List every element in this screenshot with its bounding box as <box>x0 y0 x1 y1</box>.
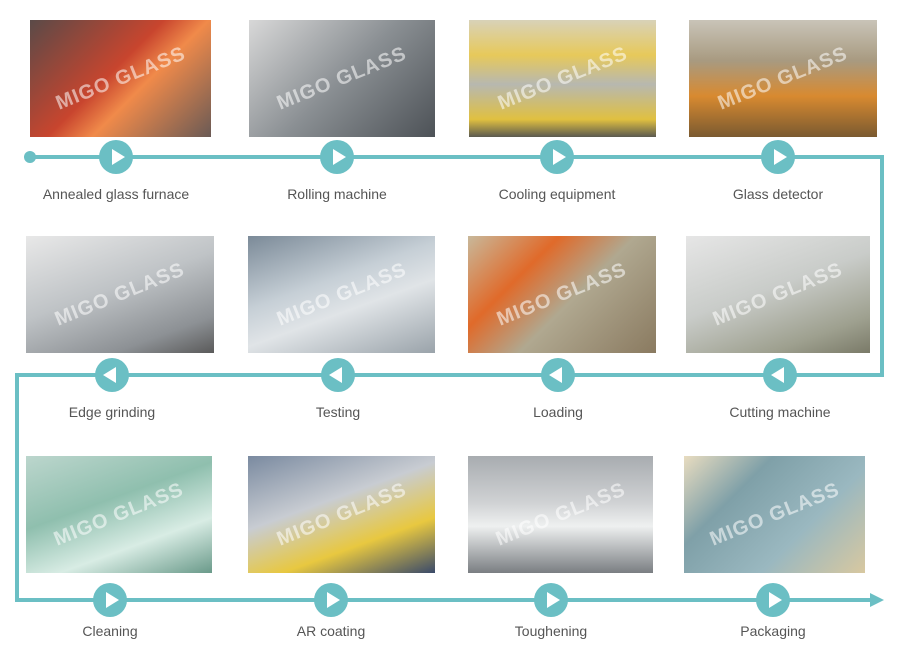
step-label: Rolling machine <box>287 186 387 202</box>
step-play-right-icon <box>756 583 790 617</box>
step-photo-cooling: MIGO GLASS <box>469 20 656 137</box>
step-photo-grinding: MIGO GLASS <box>26 236 214 353</box>
step-play-left-icon <box>541 358 575 392</box>
step-photo-testing: MIGO GLASS <box>248 236 435 353</box>
step-photo-cutting: MIGO GLASS <box>686 236 870 353</box>
step-play-left-icon <box>321 358 355 392</box>
step-photo-detector: MIGO GLASS <box>689 20 877 137</box>
watermark-logo: MIGO GLASS <box>273 478 410 551</box>
flow-end-arrow-icon <box>870 593 884 607</box>
watermark-logo: MIGO GLASS <box>492 478 629 551</box>
step-label: Toughening <box>514 623 588 639</box>
watermark-logo: MIGO GLASS <box>714 42 851 115</box>
step-label: AR coating <box>296 623 366 639</box>
step-photo-rolling: MIGO GLASS <box>249 20 435 137</box>
watermark-logo: MIGO GLASS <box>50 478 187 551</box>
step-play-right-icon <box>320 140 354 174</box>
step-play-right-icon <box>761 140 795 174</box>
step-photo-packaging: MIGO GLASS <box>684 456 865 573</box>
watermark-logo: MIGO GLASS <box>51 258 188 331</box>
step-play-left-icon <box>763 358 797 392</box>
step-label: Testing <box>315 404 361 420</box>
step-play-right-icon <box>93 583 127 617</box>
watermark-logo: MIGO GLASS <box>273 42 410 115</box>
watermark-logo: MIGO GLASS <box>52 42 189 115</box>
step-label: Edge grinding <box>68 404 156 420</box>
watermark-logo: MIGO GLASS <box>706 478 843 551</box>
watermark-logo: MIGO GLASS <box>494 42 631 115</box>
step-label: Annealed glass furnace <box>42 186 190 202</box>
step-photo-cleaning: MIGO GLASS <box>26 456 212 573</box>
step-play-right-icon <box>314 583 348 617</box>
step-label: Cutting machine <box>729 404 831 420</box>
watermark-logo: MIGO GLASS <box>709 258 846 331</box>
step-label: Cooling equipment <box>498 186 616 202</box>
step-label: Cleaning <box>82 623 138 639</box>
step-play-left-icon <box>95 358 129 392</box>
step-label: Glass detector <box>732 186 824 202</box>
step-photo-toughening: MIGO GLASS <box>468 456 653 573</box>
step-play-right-icon <box>99 140 133 174</box>
step-play-right-icon <box>534 583 568 617</box>
step-photo-furnace: MIGO GLASS <box>30 20 211 137</box>
watermark-logo: MIGO GLASS <box>273 258 410 331</box>
step-label: Packaging <box>740 623 806 639</box>
step-play-right-icon <box>540 140 574 174</box>
step-label: Loading <box>533 404 583 420</box>
flow-path <box>15 155 884 602</box>
step-photo-loading: MIGO GLASS <box>468 236 656 353</box>
step-photo-coating: MIGO GLASS <box>248 456 435 573</box>
watermark-logo: MIGO GLASS <box>493 258 630 331</box>
